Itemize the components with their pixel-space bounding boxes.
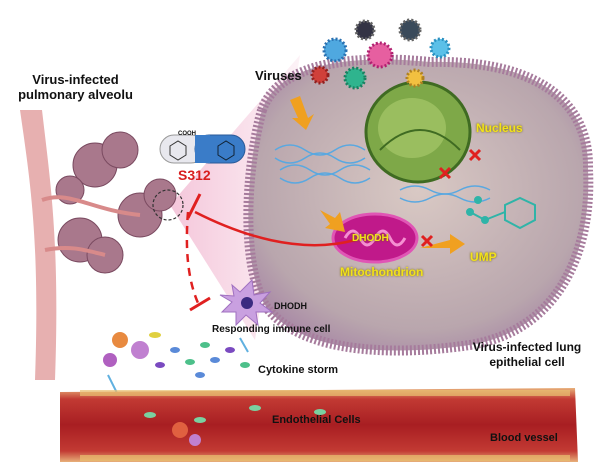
immune-cell-label: Responding immune cell <box>212 324 331 335</box>
ump-label: UMP <box>470 250 497 264</box>
endothelial-cells <box>80 390 570 461</box>
arrow-cytokine <box>239 337 249 353</box>
arrow-ump <box>420 234 465 254</box>
immune-cell <box>219 278 274 327</box>
nucleus-label: Nucleus <box>476 121 523 135</box>
virus <box>310 65 330 85</box>
virus <box>398 18 422 42</box>
mito-dhodh-label: DHODH <box>352 233 389 244</box>
ump-molecule <box>466 196 536 230</box>
mitochondrion-label: Mitochondrion <box>340 265 424 279</box>
cytokine-storm-label: Cytokine storm <box>258 364 339 376</box>
endothelial-label: Endothelial Cells <box>272 414 361 426</box>
inhibition-line-immune <box>185 211 200 304</box>
blood-vessel <box>60 388 578 462</box>
epithelial-cell <box>243 54 594 356</box>
nucleus <box>364 80 472 184</box>
alveoli-cluster <box>55 131 177 274</box>
virus <box>366 41 394 69</box>
alveoli-label: Virus-infected pulmonary alveolu <box>18 72 133 102</box>
virus <box>429 37 451 59</box>
arrow-to-mito <box>320 210 345 232</box>
alveoli-capillaries <box>41 195 141 257</box>
arrow-virus-entry <box>290 96 314 130</box>
viruses-label: Viruses <box>255 68 302 83</box>
epithelial-cell-label: Virus-infected lung epithelial cell <box>472 340 582 369</box>
virus <box>354 19 376 41</box>
blood-vessel-label: Blood vessel <box>490 432 558 444</box>
virus <box>322 37 348 63</box>
inhibition-line-mito <box>194 210 356 247</box>
blood-cells <box>103 332 161 367</box>
block-marks <box>420 148 482 248</box>
viruses <box>310 18 451 90</box>
virus <box>343 66 367 90</box>
s312-capsule <box>159 134 246 164</box>
inhibition-bar-immune <box>189 296 211 312</box>
immune-dhodh-label: DHODH <box>274 301 307 311</box>
virus <box>405 68 425 88</box>
s312-label: S312 <box>178 167 211 183</box>
rna-strands <box>274 144 491 203</box>
zoom-circle <box>152 189 184 221</box>
inhibition-bar-mito <box>186 193 202 219</box>
cytokines <box>155 342 250 378</box>
vessel-cells <box>144 405 326 446</box>
lung-vessel <box>20 110 57 380</box>
mitochondrion <box>331 212 419 264</box>
cooh-label: COOH <box>178 131 196 137</box>
